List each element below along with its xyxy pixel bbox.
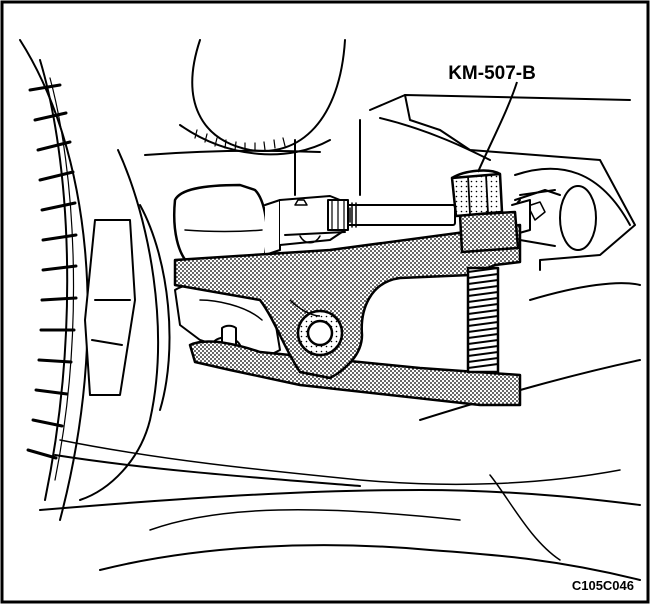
steering-knuckle (359, 94, 636, 271)
ball-joint-separator-tool (173, 169, 522, 407)
tie-rod-end (173, 183, 456, 270)
upper-housing (144, 39, 346, 196)
tool-label: KM-507-B (448, 63, 536, 84)
figure-id: C105C046 (572, 578, 634, 593)
floor-contour (39, 282, 641, 581)
callout-leader (477, 81, 518, 173)
brake-disc (19, 39, 171, 521)
